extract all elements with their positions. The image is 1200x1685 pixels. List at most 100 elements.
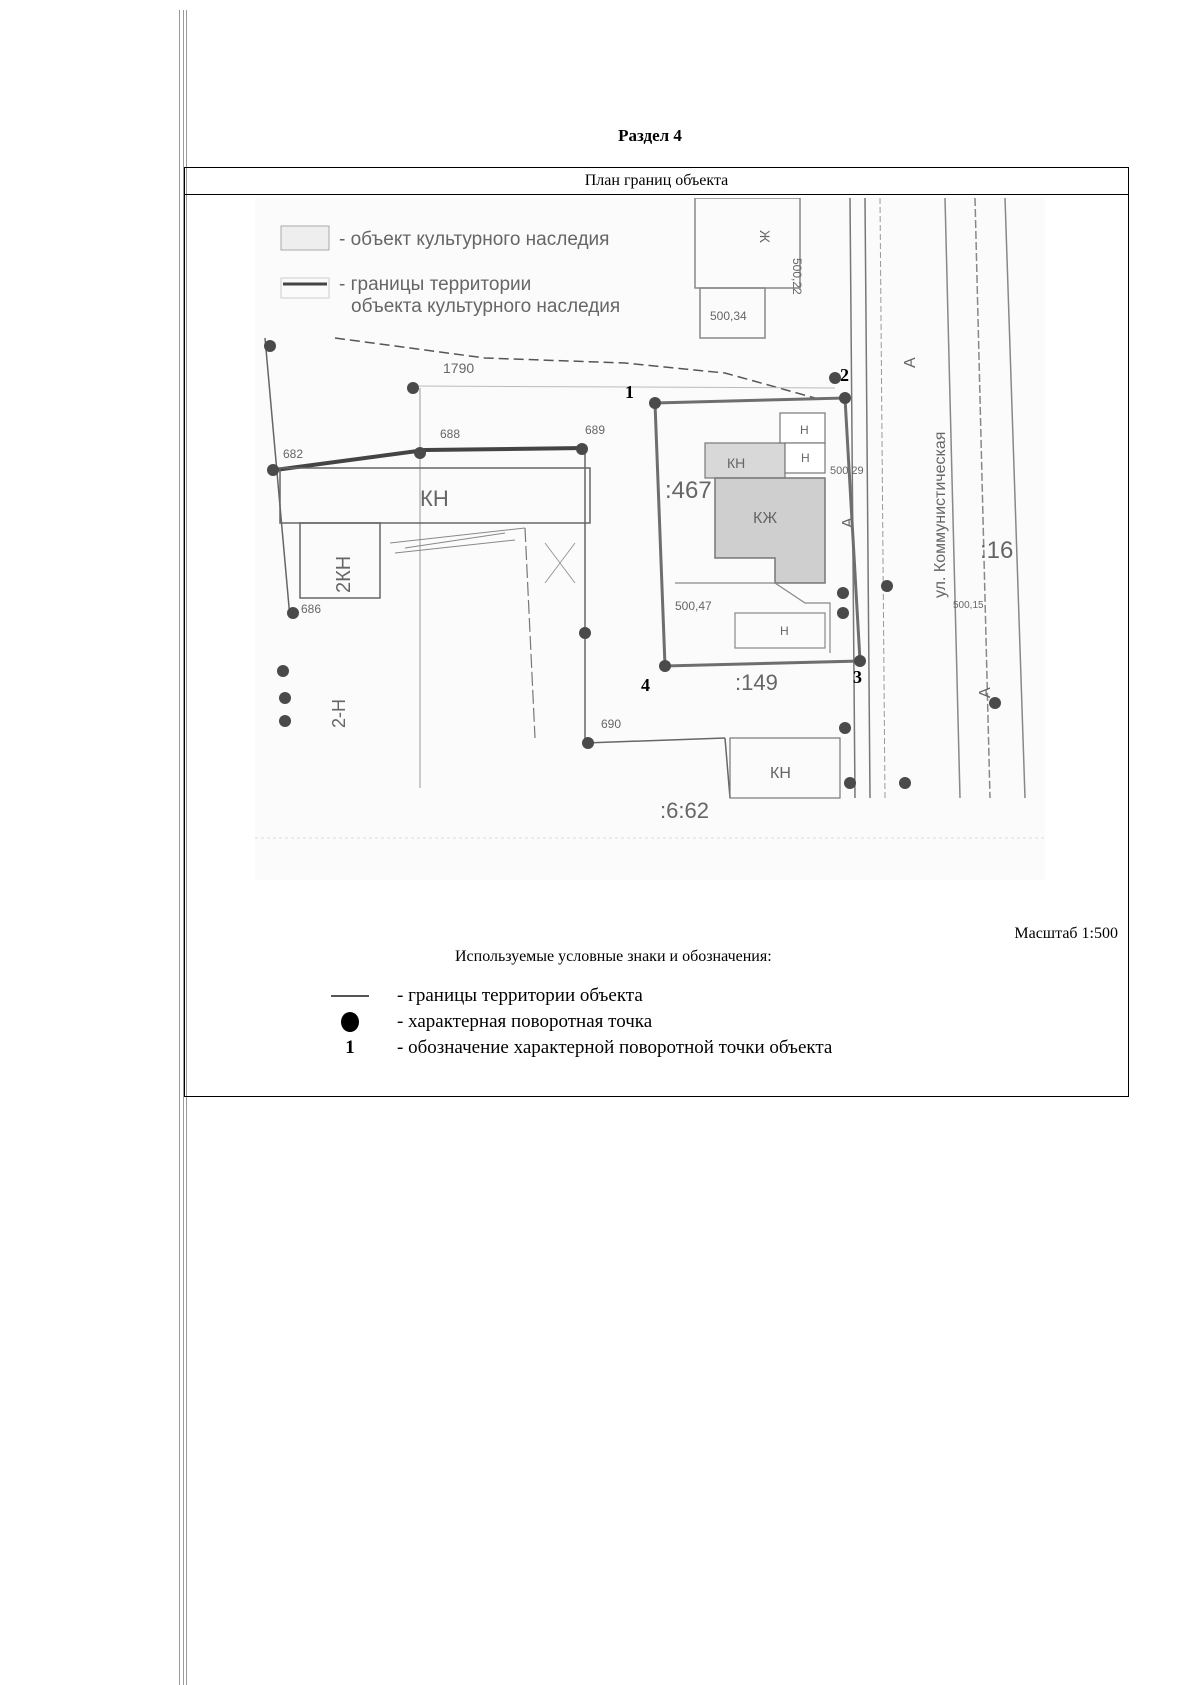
legend-turning-point-text: - характерная поворотная точка [397, 1011, 653, 1032]
building-2kn [299, 522, 381, 599]
label-689: 689 [585, 423, 605, 437]
turning-point-dot [279, 715, 291, 727]
label-parcel-62: :6:62 [660, 798, 709, 823]
building-n [779, 412, 826, 444]
turning-point-dot [264, 340, 276, 352]
turning-point-dot [579, 627, 591, 639]
plan-frame: План границ объекта - объект культурного… [184, 167, 1129, 1097]
road-line [849, 198, 856, 799]
turning-point-symbol [341, 1012, 359, 1032]
turning-point-dot [829, 372, 841, 384]
label-letter-a: А [977, 687, 994, 698]
road-line [879, 198, 886, 799]
turning-point-dot [839, 392, 851, 404]
parcel-line [264, 337, 291, 619]
label-h-500-29: 500,29 [830, 465, 864, 477]
legend-title: Используемые условные знаки и обозначени… [455, 948, 772, 965]
label-2kn: 2КН [333, 556, 355, 593]
label-parcel-149: :149 [735, 670, 778, 695]
label-street: ул. Коммунистическая [932, 432, 949, 598]
parcel-line [724, 737, 731, 799]
label-n: Н [801, 451, 810, 465]
page-margin-line [186, 10, 187, 1685]
section-title: Раздел 4 [618, 126, 682, 145]
building-kn-small [704, 442, 786, 479]
building-kn [279, 467, 591, 524]
turning-point-dot [854, 655, 866, 667]
point-label-3: 3 [853, 667, 862, 687]
label-n: Н [800, 423, 809, 437]
label-letter-a: А [902, 357, 919, 368]
turning-point-dot [837, 607, 849, 619]
turning-point-dot [837, 587, 849, 599]
map-background [255, 198, 1045, 880]
boundary-legend-box [280, 277, 330, 299]
legend-boundary-text: - границы территории объекта [397, 985, 643, 1006]
parcel-line [524, 527, 536, 739]
legend-row-turning-point: - характерная поворотная точка [315, 1009, 652, 1035]
turning-point-dot [407, 382, 419, 394]
legend-point-label-text: - обозначение характерной поворотной точ… [397, 1037, 833, 1058]
turning-point-dot [649, 397, 661, 409]
turning-point-dot [279, 692, 291, 704]
point-label-4: 4 [641, 675, 650, 695]
label-h-500-15: 500,15 [953, 600, 984, 611]
building-kn-bottom [729, 737, 841, 799]
road-line [944, 198, 961, 799]
label-690b: 690 [601, 717, 621, 731]
scale-label: Масштаб 1:500 [1014, 925, 1118, 942]
building-top-small [699, 287, 766, 339]
legend-row-point-label: 1 - обозначение характерной поворотной т… [315, 1035, 832, 1061]
hatched-area [389, 527, 526, 554]
legend-boundary-text-2: объекта культурного наследия [351, 296, 620, 317]
building-n [784, 442, 826, 474]
turning-point-dot [267, 464, 279, 476]
turning-point-dot [881, 580, 893, 592]
label-688: 688 [440, 427, 460, 441]
turning-point-dot [899, 777, 911, 789]
road-line [974, 198, 991, 799]
turning-point-dot [287, 607, 299, 619]
page-margin-line [183, 10, 184, 1685]
heritage-legend-swatch [280, 225, 330, 251]
point-number-symbol: 1 [345, 1037, 355, 1058]
road-line [864, 198, 871, 799]
turning-point-dot [844, 777, 856, 789]
turning-points-group [264, 340, 1001, 789]
label-kn: КН [420, 486, 449, 511]
plan-title: План границ объекта [185, 168, 1128, 195]
page-margin-line [179, 10, 180, 1685]
building-n-lower [734, 612, 826, 649]
label-1790: 1790 [443, 360, 474, 376]
label-kn-small: КН [727, 455, 745, 471]
label-parcel-16: :16 [980, 537, 1013, 564]
legend-heritage-text: - объект культурного наследия [339, 229, 609, 250]
boundary-line-symbol [331, 995, 369, 997]
turning-point-dot [989, 697, 1001, 709]
label-h-500-34: 500,34 [710, 309, 747, 323]
turning-point-dot [576, 443, 588, 455]
turning-point-dot [582, 737, 594, 749]
label-2n: 2-Н [329, 699, 349, 728]
point-label-1: 1 [625, 382, 634, 402]
label-letter-a: А [840, 517, 857, 528]
building-outline [675, 582, 831, 653]
turning-point-dot [414, 447, 426, 459]
label-parcel-467: :467 [665, 477, 712, 504]
parcel-line [584, 737, 726, 744]
road-line [1004, 198, 1026, 799]
turning-point-dot [277, 665, 289, 677]
turning-point-dot [659, 660, 671, 672]
label-kn-bottom: КН [770, 765, 791, 782]
label-h-500-47: 500,47 [675, 599, 712, 613]
turning-point-dot [839, 722, 851, 734]
label-h-500-22: 500,22 [790, 258, 804, 295]
label-686: 686 [301, 602, 321, 616]
label-682: 682 [283, 447, 303, 461]
parcel-line [414, 385, 836, 389]
boundary-map: - объект культурного наследия - границы … [255, 198, 1045, 880]
label-zh: Ж [757, 230, 773, 243]
dashed-boundary [334, 337, 816, 399]
cross-mark [544, 542, 576, 584]
legend-boundary-text-1: - границы территории [339, 274, 531, 295]
